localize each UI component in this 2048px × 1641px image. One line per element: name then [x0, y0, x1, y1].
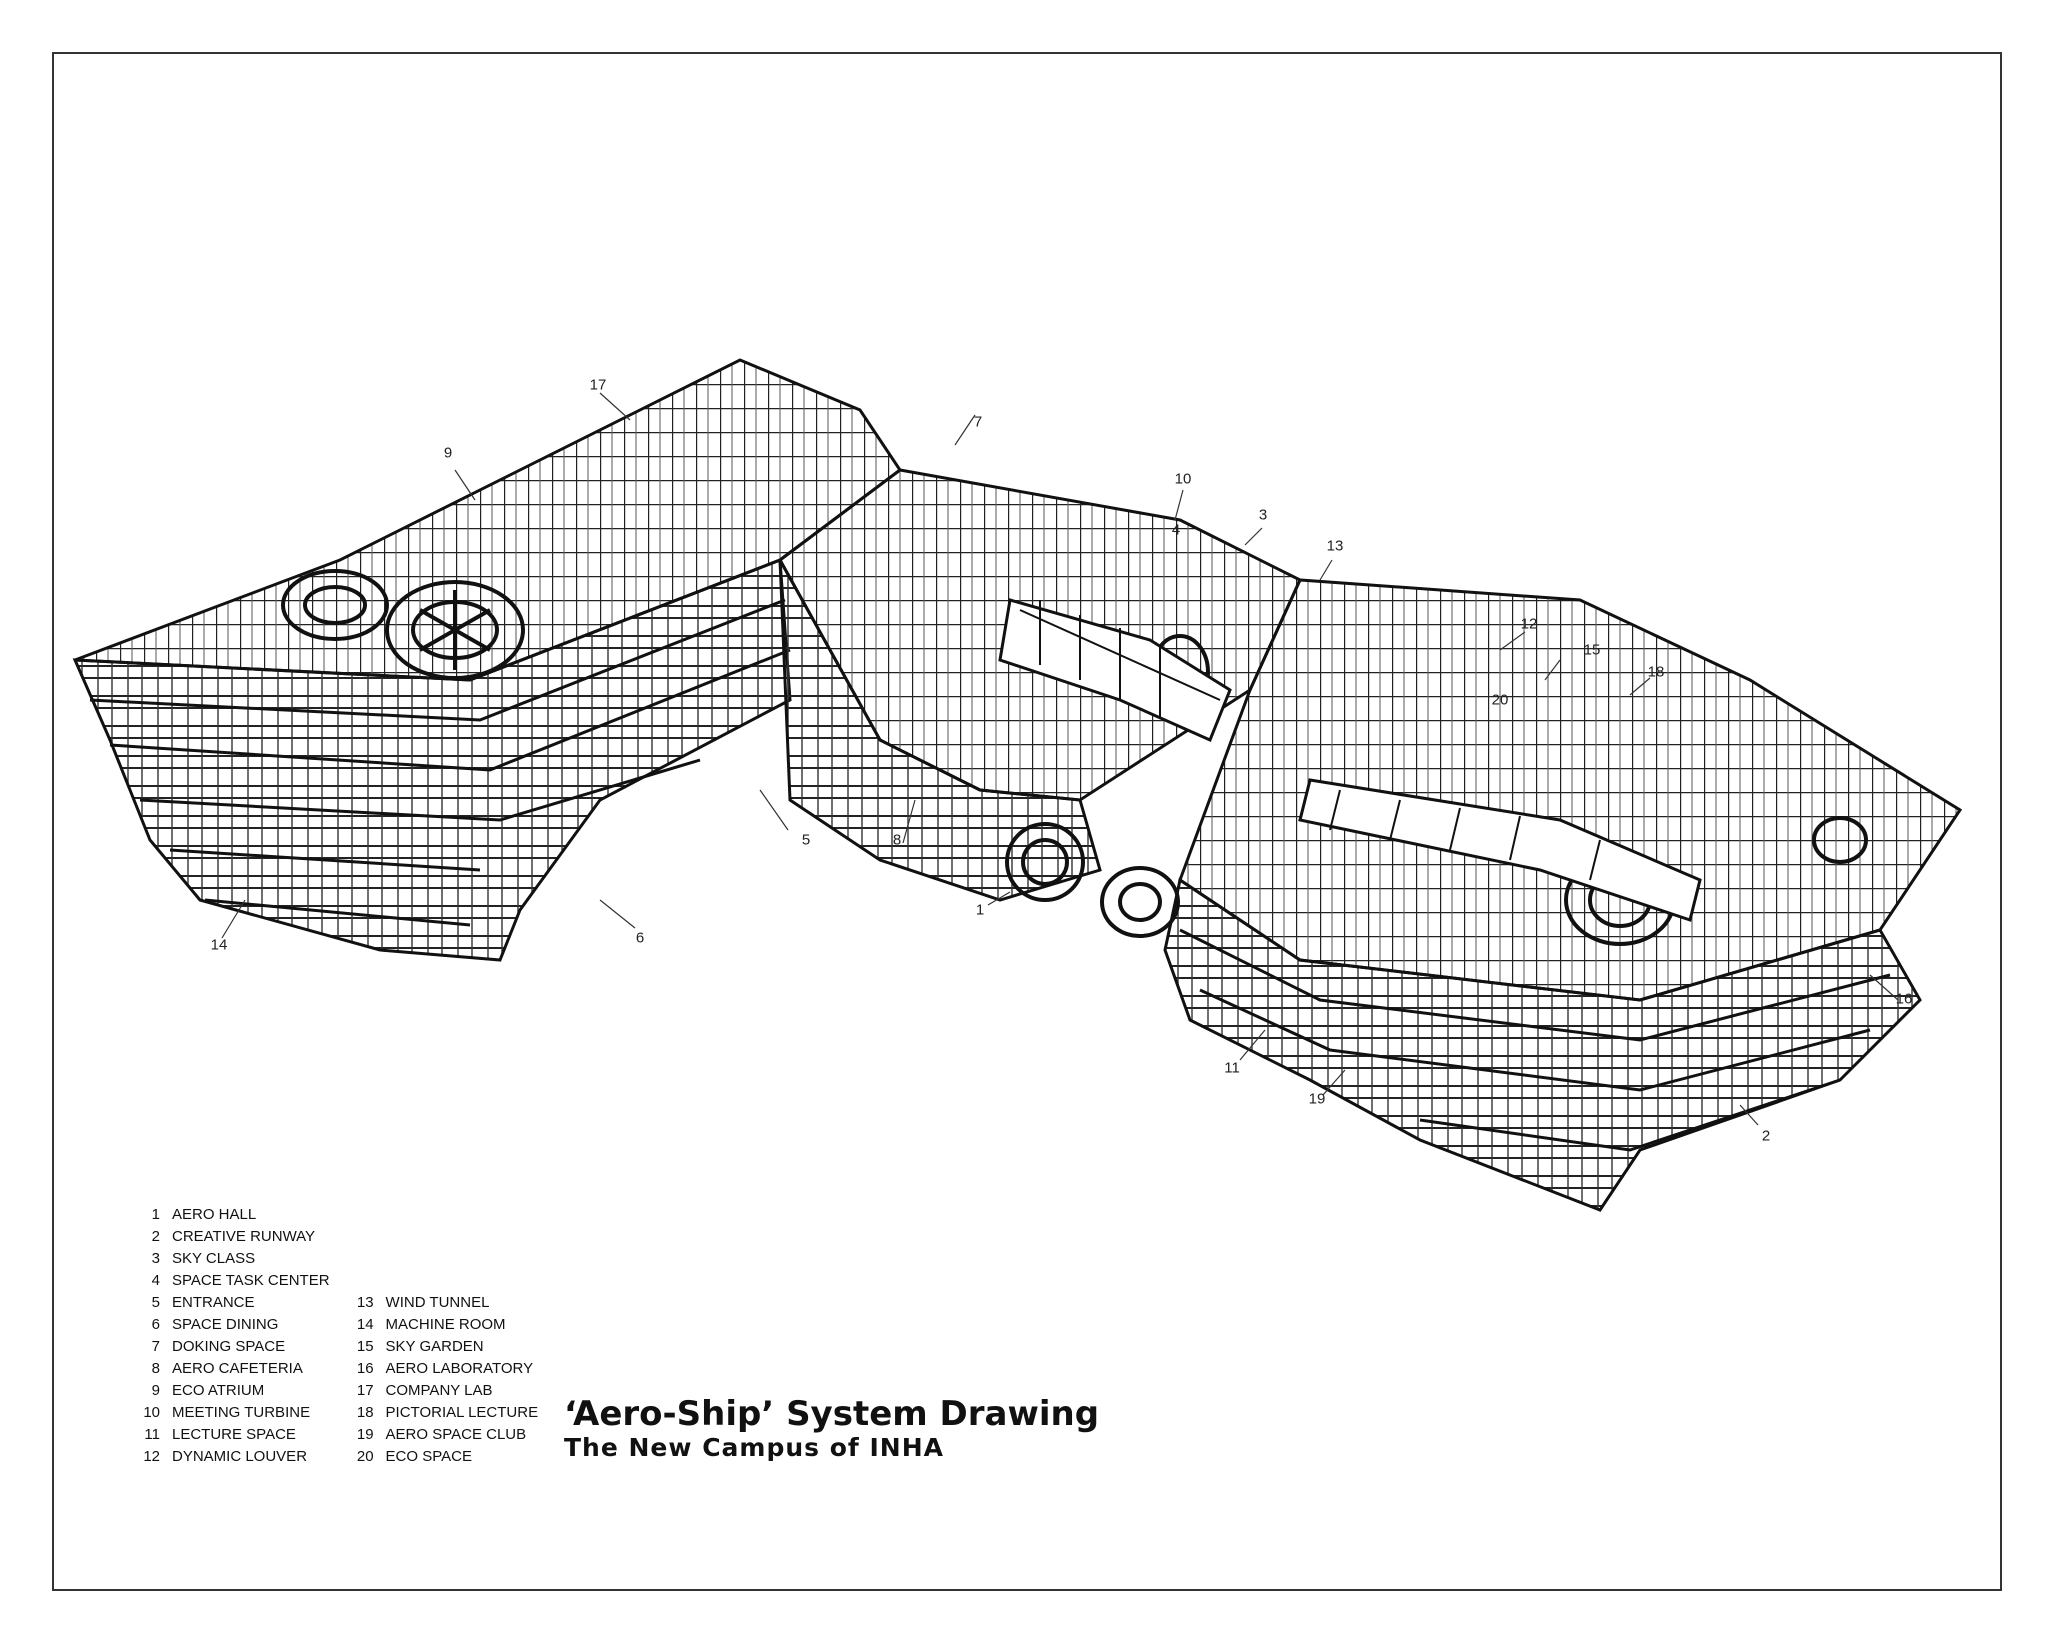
callout-5: 5: [801, 831, 811, 849]
runway-tube: [1298, 778, 1702, 922]
callout-8: 8: [892, 831, 902, 849]
callout-13: 13: [1326, 537, 1344, 555]
wing-b-facade: [1163, 877, 1922, 1212]
callout-4: 4: [1171, 521, 1181, 539]
wind-tunnel: [998, 598, 1232, 743]
wing-a-facade: [72, 557, 792, 962]
callout-12: 12: [1520, 615, 1538, 633]
central-facade: [778, 559, 1102, 902]
callout-15: 15: [1583, 641, 1601, 659]
wing-b-roof: [1178, 578, 1963, 1002]
leader-lines: [221, 392, 1899, 1126]
callout-20: 20: [1491, 691, 1509, 709]
callout-19: 19: [1308, 1090, 1326, 1108]
callout-9: 9: [443, 444, 453, 462]
callout-17: 17: [589, 376, 607, 394]
callout-7: 7: [973, 413, 983, 431]
callout-14: 14: [210, 936, 228, 954]
callout-16: 16: [1895, 990, 1913, 1008]
callout-6: 6: [635, 929, 645, 947]
drawing-frame: [52, 52, 2002, 1591]
callout-10: 10: [1174, 470, 1192, 488]
callout-18: 18: [1647, 663, 1665, 681]
title-block: ‘Aero-Ship’ System Drawing The New Campu…: [564, 1394, 1099, 1462]
drawing-subtitle: The New Campus of INHA: [564, 1433, 944, 1462]
drawing-title: ‘Aero-Ship’ System Drawing: [564, 1394, 1100, 1434]
callout-1: 1: [975, 901, 985, 919]
callout-11: 11: [1224, 1059, 1240, 1077]
callout-3: 3: [1258, 506, 1268, 524]
callout-2: 2: [1761, 1127, 1771, 1145]
